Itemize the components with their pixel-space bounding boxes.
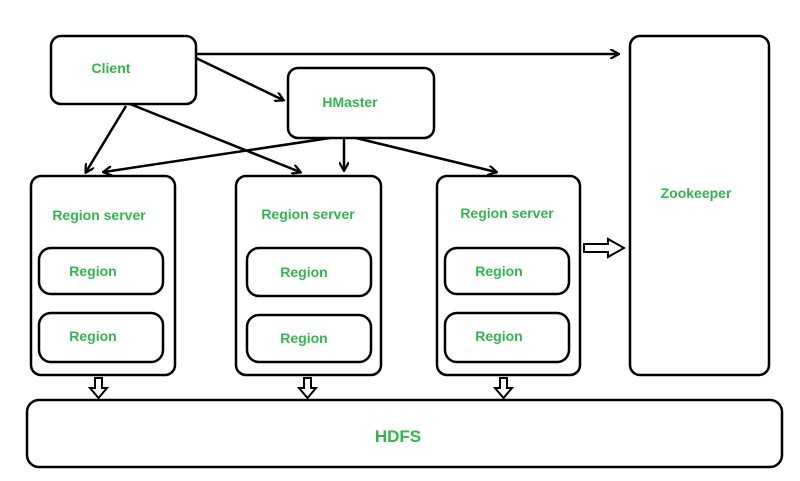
region-label: Region: [69, 263, 116, 279]
region-label: Region: [280, 330, 327, 346]
region-server-2: Region server Region Region: [234, 174, 383, 377]
hollow-arrow-down-to-hdfs: [296, 377, 319, 400]
region-label: Region: [475, 263, 522, 279]
hmaster-label: HMaster: [322, 94, 378, 110]
client-node: Client: [49, 34, 198, 106]
region-server-3: Region server Region Region: [435, 174, 582, 377]
region-box: [37, 246, 165, 296]
region-server-title: Region server: [460, 205, 554, 221]
region-label: Region: [69, 328, 116, 344]
client-label: Client: [92, 60, 131, 76]
arrow-hmaster-to-region-server-1: [104, 136, 331, 172]
hdfs-node: HDFS: [25, 398, 784, 469]
hollow-arrow-right-to-zookeeper: [583, 237, 627, 259]
region-server-title: Region server: [261, 206, 355, 222]
arrow-hmaster-to-region-server-3: [355, 136, 496, 172]
region-server-title: Region server: [52, 207, 146, 223]
region-box: [245, 313, 373, 364]
arrow-client-to-hmaster: [195, 56, 283, 100]
arrow-client-to-region-server-2: [129, 102, 300, 172]
region-box: [245, 246, 373, 298]
region-label: Region: [280, 264, 327, 280]
arrow-client-to-region-server-1: [86, 105, 128, 172]
region-server-1: Region server Region Region: [29, 174, 177, 377]
region-box: [443, 311, 571, 364]
region-box: [37, 311, 165, 364]
hollow-arrow-down-to-hdfs: [87, 377, 110, 400]
zookeeper-label: Zookeeper: [661, 185, 732, 201]
hmaster-node: HMaster: [286, 66, 436, 140]
connections: [86, 54, 618, 172]
hollow-arrow-down-to-hdfs: [492, 377, 515, 400]
region-label: Region: [475, 328, 522, 344]
zookeeper-node: Zookeeper: [628, 34, 771, 377]
region-box: [443, 246, 571, 296]
hdfs-label: HDFS: [375, 427, 421, 446]
